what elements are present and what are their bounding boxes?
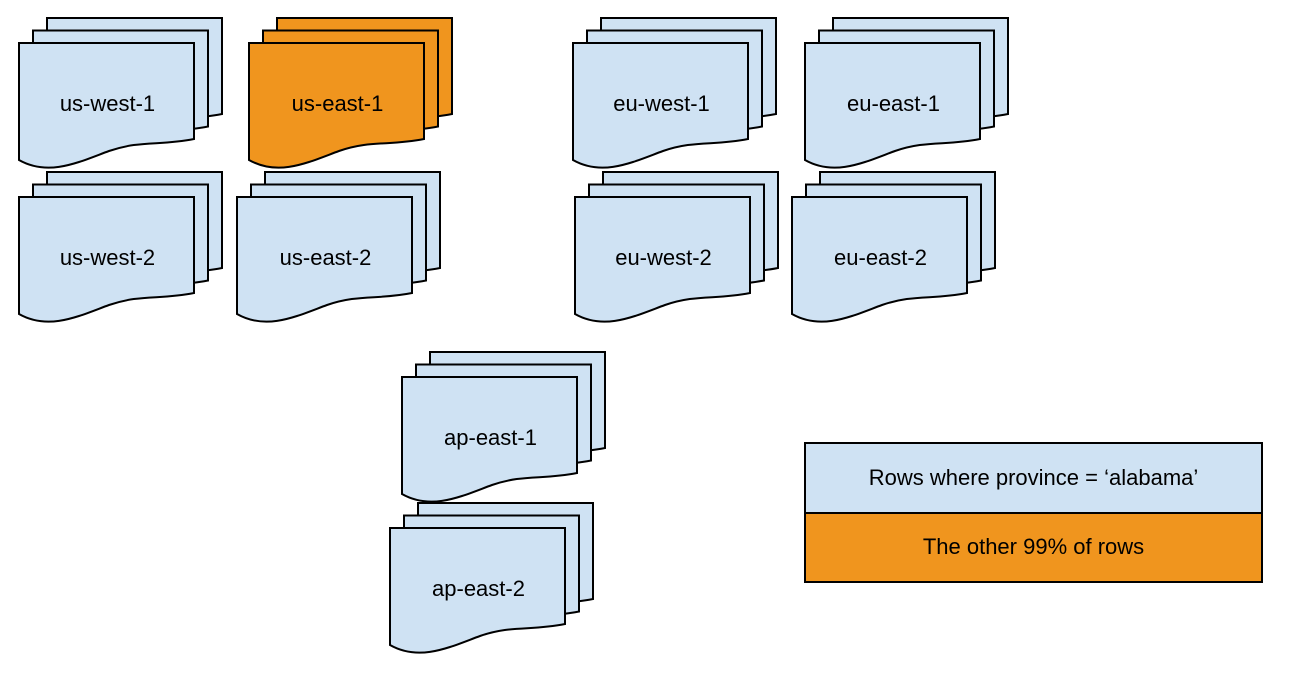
- region-stack-eu-east-2: eu-east-2: [791, 171, 997, 329]
- region-stack-us-west-2: us-west-2: [18, 171, 224, 329]
- region-stack-eu-east-1: eu-east-1: [804, 17, 1010, 175]
- legend-label: Rows where province = ‘alabama’: [868, 464, 1199, 490]
- region-label: ap-east-2: [432, 576, 525, 601]
- legend-item-other-rows: The other 99% of rows: [806, 513, 1261, 581]
- region-label: eu-west-2: [615, 245, 712, 270]
- region-label: us-west-2: [59, 245, 156, 270]
- region-label: eu-west-1: [613, 91, 710, 116]
- region-label: us-east-1: [291, 91, 384, 116]
- region-stack-ap-east-1: ap-east-1: [401, 351, 607, 509]
- region-stack-us-east-1: us-east-1: [248, 17, 454, 175]
- region-stack-eu-west-2: eu-west-2: [574, 171, 780, 329]
- region-label: us-west-1: [59, 91, 156, 116]
- legend-item-alabama-rows: Rows where province = ‘alabama’: [806, 444, 1261, 514]
- region-label: us-east-2: [279, 245, 372, 270]
- region-stack-ap-east-2: ap-east-2: [389, 502, 595, 660]
- region-label: eu-east-2: [834, 245, 927, 270]
- region-stack-eu-west-1: eu-west-1: [572, 17, 778, 175]
- legend: Rows where province = ‘alabama’ The othe…: [804, 442, 1263, 583]
- region-stack-us-east-2: us-east-2: [236, 171, 442, 329]
- region-label: eu-east-1: [847, 91, 940, 116]
- legend-label: The other 99% of rows: [922, 534, 1145, 560]
- region-stack-us-west-1: us-west-1: [18, 17, 224, 175]
- region-label: ap-east-1: [444, 425, 537, 450]
